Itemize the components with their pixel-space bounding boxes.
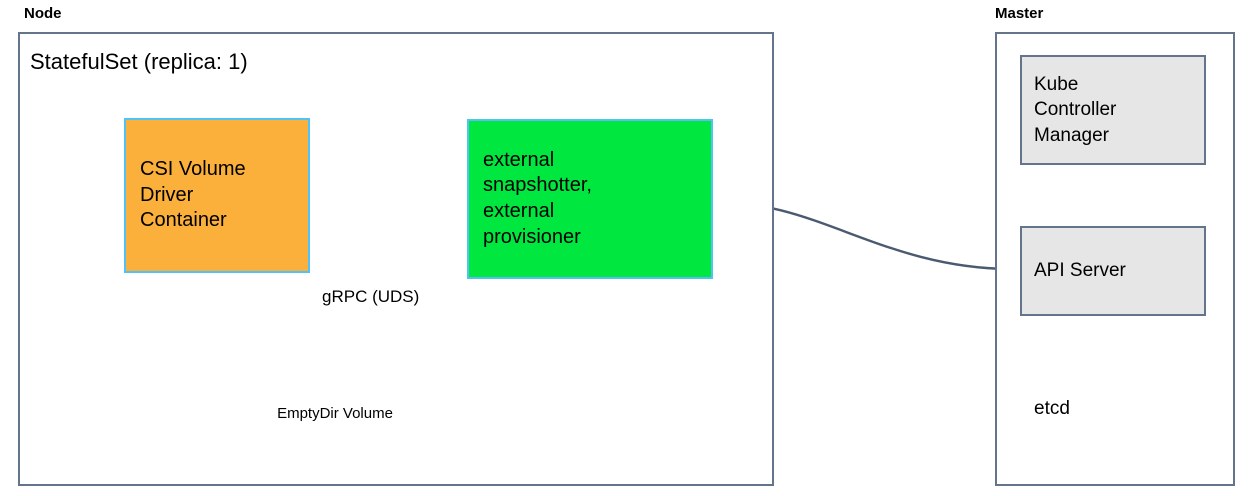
master-group-label: Master: [995, 5, 1044, 22]
external-sidecars-label: external snapshotter, external provision…: [483, 148, 592, 248]
csi-volume-driver-container-label: CSI Volume Driver Container: [140, 158, 246, 232]
api-server-box[interactable]: API Server: [1020, 226, 1206, 316]
kube-controller-manager-label: Kube Controller Manager: [1034, 74, 1117, 146]
kube-controller-manager-box[interactable]: Kube Controller Manager: [1020, 55, 1206, 165]
statefulset-title: StatefulSet (replica: 1): [30, 49, 248, 74]
etcd-label: etcd: [1034, 398, 1070, 419]
csi-volume-driver-container-box[interactable]: CSI Volume Driver Container: [124, 118, 310, 273]
external-sidecars-box[interactable]: external snapshotter, external provision…: [467, 119, 713, 279]
node-group-label: Node: [24, 5, 62, 22]
api-server-label: API Server: [1034, 260, 1126, 282]
emptydir-volume-label: EmptyDir Volume: [277, 405, 393, 422]
emptydir-volume-node[interactable]: EmptyDir Volume: [273, 405, 397, 429]
grpc-uds-edge-label: gRPC (UDS): [322, 287, 420, 306]
etcd-node[interactable]: etcd: [1018, 398, 1106, 424]
